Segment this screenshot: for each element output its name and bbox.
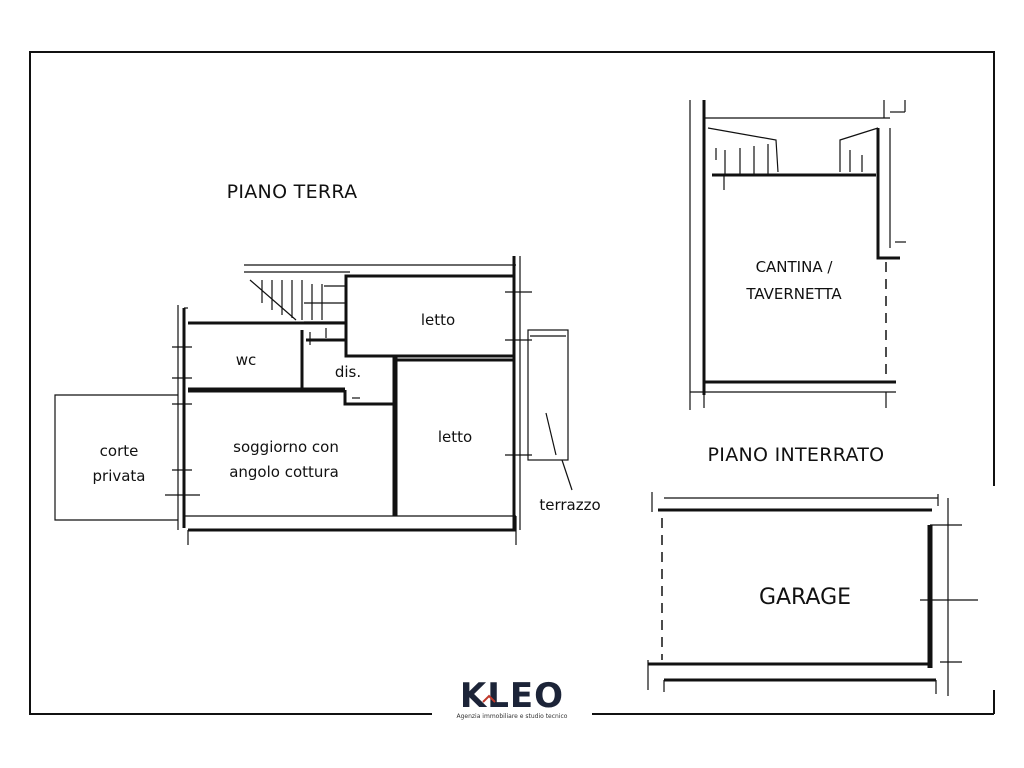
- room-label-wc: wc: [236, 351, 257, 369]
- room-label-garage: GARAGE: [759, 585, 851, 610]
- section-title-ground-floor: PIANO TERRA: [227, 181, 358, 203]
- logo-tagline: Agenzia immobiliare e studio tecnico: [457, 713, 568, 720]
- section-title-basement: PIANO INTERRATO: [708, 444, 885, 466]
- room-label-cellar-line2: TAVERNETTA: [745, 285, 842, 303]
- stairs-ground: [244, 264, 516, 345]
- room-label-cellar-line1: CANTINA /: [756, 258, 834, 276]
- ground-floor-plan: [54, 256, 573, 545]
- house-roof-icon: [482, 694, 496, 703]
- kleo-logo: KLEO Agenzia immobiliare e studio tecnic…: [457, 676, 568, 720]
- logo-wordmark: KLEO: [460, 676, 564, 716]
- room-label-courtyard-line2: privata: [93, 467, 146, 485]
- room-label-bedroom-right: letto: [438, 428, 472, 446]
- room-label-terrace: terrazzo: [539, 496, 600, 514]
- terrace-outline: [527, 329, 569, 461]
- basement-cellar-plan: [689, 100, 906, 410]
- room-label-hallway: dis.: [335, 363, 361, 381]
- courtyard-outline: [54, 394, 178, 521]
- room-label-living-line1: soggiorno con: [233, 438, 339, 456]
- outer-frame: [29, 51, 995, 715]
- room-label-bedroom-top: letto: [421, 311, 455, 329]
- basement-garage-plan: [647, 492, 978, 696]
- room-label-living-line2: angolo cottura: [229, 463, 339, 481]
- room-label-courtyard-line1: corte: [100, 442, 139, 460]
